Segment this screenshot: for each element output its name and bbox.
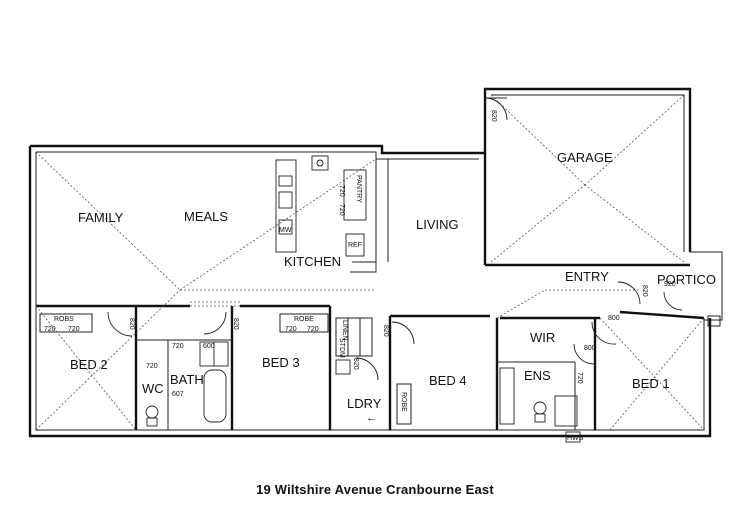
dim-800-a: 800 bbox=[584, 345, 596, 352]
room-ens: ENS bbox=[524, 368, 551, 383]
dim-820-d: 820 bbox=[641, 285, 648, 297]
dim-720-d: 720 bbox=[307, 326, 319, 333]
room-wir: WIR bbox=[530, 330, 555, 345]
label-pantry: PANTRY bbox=[355, 175, 362, 203]
label-stdm: STDM bbox=[338, 338, 345, 358]
room-living: LIVING bbox=[416, 217, 459, 232]
plan-caption: 19 Wiltshire Avenue Cranbourne East bbox=[256, 482, 494, 497]
room-bath: BATH bbox=[170, 372, 204, 387]
label-robe-bed4: ROBE bbox=[400, 392, 407, 412]
dim-720-g: 720 bbox=[338, 185, 345, 197]
dim-600: 600 bbox=[203, 343, 215, 350]
label-ref: REF bbox=[348, 242, 362, 249]
label-linen: LINEN bbox=[341, 320, 348, 341]
dim-720-e: 720 bbox=[146, 363, 158, 370]
label-mw: MW bbox=[279, 227, 292, 234]
dim-820-c: 820 bbox=[382, 325, 389, 337]
dim-820-f: 820 bbox=[352, 358, 359, 370]
dim-820-e: 820 bbox=[490, 110, 497, 122]
doors bbox=[107, 97, 683, 381]
kitchen-fixtures bbox=[275, 155, 377, 273]
dim-720-b: 720 bbox=[68, 326, 80, 333]
dim-720-i: 720 bbox=[576, 372, 583, 384]
room-wc: WC bbox=[142, 381, 164, 396]
room-meals: MEALS bbox=[184, 209, 228, 224]
room-labels: FAMILY MEALS KITCHEN LIVING GARAGE ENTRY… bbox=[70, 150, 716, 411]
room-bed1: BED 1 bbox=[632, 376, 670, 391]
roof-lines bbox=[35, 94, 705, 431]
dim-820-b: 820 bbox=[232, 318, 239, 330]
room-family: FAMILY bbox=[78, 210, 124, 225]
interior-walls bbox=[36, 153, 705, 430]
room-entry: ENTRY bbox=[565, 269, 609, 284]
dim-720-c: 720 bbox=[285, 326, 297, 333]
bath-fixtures bbox=[145, 341, 581, 443]
room-kitchen: KITCHEN bbox=[284, 254, 341, 269]
dim-720-h: 720 bbox=[338, 204, 345, 216]
dim-720-f: 720 bbox=[172, 343, 184, 350]
room-garage: GARAGE bbox=[557, 150, 613, 165]
annotations: PANTRY REF MW ROBS ROBE ROBE LINEN STDM … bbox=[44, 110, 676, 442]
room-bed4: BED 4 bbox=[429, 373, 467, 388]
room-bed2: BED 2 bbox=[70, 357, 108, 372]
dim-920: 920 bbox=[664, 281, 676, 288]
room-portico: PORTICO bbox=[657, 272, 716, 287]
dim-720-a: 720 bbox=[44, 326, 56, 333]
dim-800-b: 800 bbox=[608, 315, 620, 322]
floor-plan: FAMILY MEALS KITCHEN LIVING GARAGE ENTRY… bbox=[28, 87, 723, 443]
dim-820-a: 820 bbox=[128, 318, 135, 330]
room-ldry: LDRY bbox=[347, 396, 382, 411]
dim-607: 607 bbox=[172, 391, 184, 398]
label-hws: HWS bbox=[567, 435, 584, 442]
label-robe-bed3: ROBE bbox=[294, 316, 314, 323]
label-robs: ROBS bbox=[54, 316, 74, 323]
room-bed3: BED 3 bbox=[262, 355, 300, 370]
label-arrow: ← bbox=[366, 412, 377, 424]
